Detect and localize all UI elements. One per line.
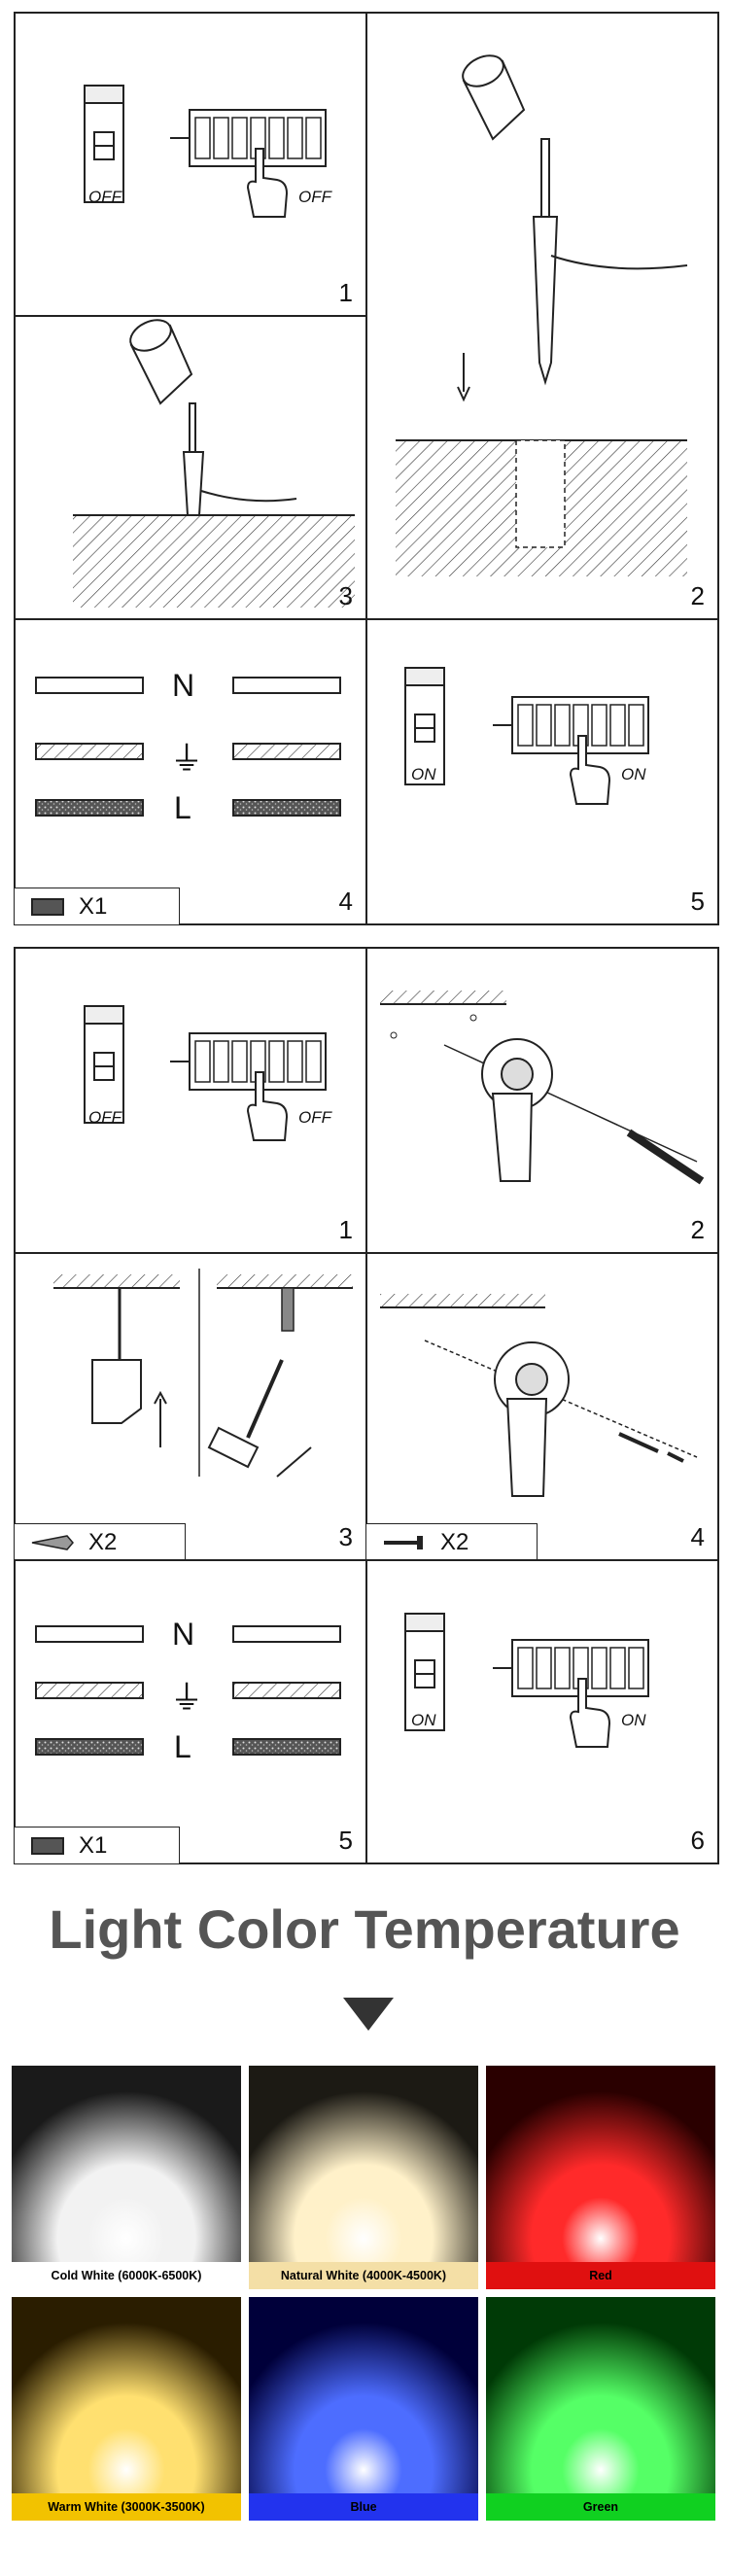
step-number: 6 (690, 1826, 705, 1855)
step-cell: 3 (14, 315, 367, 620)
step-cell: OFF OFF 1 (14, 947, 367, 1254)
color-swatch: Cold White (6000K-6500K) (12, 2066, 241, 2289)
color-swatch: Green (486, 2297, 715, 2521)
step-number: 2 (690, 581, 705, 610)
drill-and-anchor-illustration (53, 1269, 353, 1478)
step-cell: N ⏚ L X1 4 (14, 618, 367, 925)
part-count-tag: X2 (366, 1523, 538, 1560)
wiring-illustration (35, 677, 341, 817)
part-count-tag: X1 (15, 888, 180, 924)
step-cell: X2 4 (365, 1252, 719, 1561)
step-number: 4 (338, 887, 353, 916)
color-swatch: Red (486, 2066, 715, 2289)
light-glow (249, 2066, 478, 2262)
step-cell: 2 (365, 947, 719, 1254)
connector-icon (31, 1836, 64, 1855)
switch-label: ON (411, 1711, 436, 1729)
hand-label: OFF (298, 188, 331, 206)
step-number: 5 (690, 887, 705, 916)
step-cell: ON ON 5 (365, 618, 719, 925)
wire-neutral-label: N (172, 1617, 195, 1652)
step-number: 4 (690, 1522, 705, 1551)
color-swatch: Warm White (3000K-3500K) (12, 2297, 241, 2521)
color-swatch-label: Natural White (4000K-4500K) (249, 2262, 478, 2289)
part-count: X1 (79, 892, 108, 920)
color-swatch-label: Red (486, 2262, 715, 2289)
ground-symbol: ⏚ (170, 741, 203, 778)
wall-mount-marking-illustration (380, 991, 705, 1185)
wire-neutral-label: N (172, 668, 195, 703)
color-swatch-label: Green (486, 2493, 715, 2521)
color-swatch-label: Cold White (6000K-6500K) (12, 2262, 241, 2289)
hand-label: ON (621, 1711, 646, 1729)
part-count-tag: X1 (15, 1827, 180, 1863)
switch-label: OFF (88, 1108, 122, 1127)
part-count: X2 (88, 1528, 118, 1555)
hand-label: OFF (298, 1108, 331, 1127)
connector-icon (31, 897, 64, 916)
color-swatch: Blue (249, 2297, 478, 2521)
section-title: Light Color Temperature (49, 1898, 680, 1960)
step-cell: OFF OFF 1 (14, 12, 367, 317)
light-glow (12, 2297, 241, 2493)
step-cell: N ⏚ L X1 5 (14, 1559, 367, 1864)
color-swatch: Natural White (4000K-4500K) (249, 2066, 478, 2289)
step-number: 3 (338, 581, 353, 610)
step-cell: X2 3 (14, 1252, 367, 1561)
step-number: 1 (338, 1215, 353, 1244)
wiring-illustration (35, 1625, 341, 1756)
wall-mount-screw-illustration (380, 1294, 698, 1497)
step-number: 1 (338, 278, 353, 307)
step-number: 2 (690, 1215, 705, 1244)
part-count: X2 (440, 1528, 469, 1555)
light-glow (486, 2297, 715, 2493)
wall-anchor-icon (31, 1534, 74, 1550)
wire-live-label: L (174, 1729, 191, 1764)
part-count: X1 (79, 1831, 108, 1859)
step-cell: ON ON 6 (365, 1559, 719, 1864)
step-number: 3 (338, 1522, 353, 1551)
switch-label: ON (411, 765, 436, 783)
light-glow (12, 2066, 241, 2262)
color-swatch-label: Warm White (3000K-3500K) (12, 2493, 241, 2521)
light-glow (249, 2297, 478, 2493)
switch-off-illustration (84, 85, 327, 218)
step-cell: 2 (365, 12, 719, 620)
step-number: 5 (338, 1826, 353, 1855)
stake-light-installed-illustration (73, 316, 355, 608)
ground-symbol: ⏚ (170, 1680, 203, 1717)
down-arrow-icon (343, 1998, 394, 2031)
wire-live-label: L (174, 790, 191, 825)
part-count-tag: X2 (15, 1523, 186, 1560)
hand-label: ON (621, 765, 646, 783)
light-glow (486, 2066, 715, 2262)
stake-light-insert-illustration (396, 49, 688, 576)
color-swatch-label: Blue (249, 2493, 478, 2521)
switch-label: OFF (88, 188, 122, 206)
screw-icon (384, 1535, 423, 1549)
switch-off-illustration (84, 1005, 327, 1141)
